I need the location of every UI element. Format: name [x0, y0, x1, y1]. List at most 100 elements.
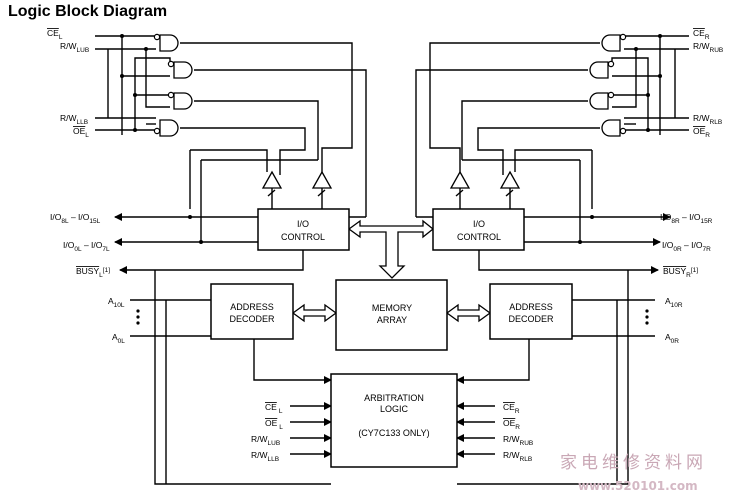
wire-48	[461, 100, 588, 160]
label-oe-right: OER	[693, 126, 710, 139]
addr-right-label-1: ADDRESS	[509, 302, 553, 312]
wire-25	[119, 250, 304, 274]
wire-6	[134, 57, 171, 130]
memory-addr-right-bus-arrow	[445, 303, 492, 323]
wire-72	[455, 189, 464, 197]
and-gate-left-4	[159, 119, 179, 137]
wire-63	[456, 339, 530, 384]
arb-in-rw-rlb: R/WRLB	[503, 450, 532, 463]
wire-11	[180, 42, 353, 149]
junction-dot	[646, 93, 650, 97]
io-left-label-1: I/O	[297, 219, 309, 229]
label-busy-right: BUSYR[1]	[663, 266, 698, 279]
inverter-bubble	[607, 91, 615, 99]
junction-dot	[120, 34, 124, 38]
junction-dot	[133, 93, 137, 97]
label-a10-right: A10R	[665, 296, 683, 309]
arb-label-3: (CY7C133 ONLY)	[358, 428, 429, 438]
addr-left-label-2: DECODER	[229, 314, 275, 324]
junction-dot	[199, 240, 203, 244]
buffer-left-1	[261, 170, 283, 189]
wire-46	[429, 42, 600, 149]
inverter-bubble	[167, 60, 175, 68]
label-io-hi-right: I/O8R – I/O15R	[660, 212, 713, 225]
wire-73	[505, 189, 514, 197]
wire-12	[194, 69, 367, 217]
and-gate-right-2	[589, 61, 609, 79]
wire-28	[253, 339, 332, 384]
inverter-bubble	[607, 60, 615, 68]
memory-array-block	[335, 279, 448, 351]
wire-41	[611, 57, 649, 130]
label-rw-llb-left: R/WLLB	[60, 113, 88, 126]
label-a10-left: A10L	[108, 296, 125, 309]
junction-dot	[133, 128, 137, 132]
label-io-lo-right: I/O0R – I/O7R	[662, 240, 711, 253]
wire-14	[180, 127, 306, 175]
wire-17	[321, 147, 336, 172]
buffer-right-1	[449, 170, 471, 189]
wire-49	[477, 127, 600, 175]
wire-29	[154, 270, 331, 485]
io-memory-bus-arrow	[347, 219, 435, 279]
arbitration-logic-block	[330, 373, 458, 468]
wire-60	[478, 250, 659, 274]
label-io-hi-left: I/O8L – I/O15L	[50, 212, 101, 225]
arb-in-rw-lub: R/WLUB	[251, 434, 280, 447]
arb-label-2: LOGIC	[380, 404, 409, 414]
memory-label-1: MEMORY	[372, 303, 412, 313]
junction-dot	[120, 74, 124, 78]
and-gate-right-1	[601, 34, 621, 52]
address-bus-dots-right	[645, 309, 649, 325]
junction-dot	[188, 215, 192, 219]
inverter-bubble	[153, 127, 161, 135]
wire-64	[457, 270, 629, 485]
io-left-label-2: CONTROL	[281, 232, 325, 242]
inverter-bubble	[619, 33, 627, 41]
label-a0-right: A0R	[665, 332, 679, 345]
junction-dot	[144, 47, 148, 51]
label-rw-lub-left: R/WLUB	[60, 41, 89, 54]
junction-dot	[634, 47, 638, 51]
diagram-title: Logic Block Diagram	[8, 3, 167, 20]
watermark-text: 家电维修资料网	[560, 453, 707, 473]
addr-right-label-2: DECODER	[508, 314, 554, 324]
wire-13	[194, 100, 319, 160]
label-ce-left: CEL	[47, 28, 63, 41]
logic-gates	[153, 33, 627, 323]
io-right-label-2: CONTROL	[457, 232, 501, 242]
wire-54	[514, 149, 592, 172]
arb-in-rw-llb: R/WLLB	[251, 450, 279, 463]
wire-71	[317, 189, 326, 197]
inverter-bubble	[619, 127, 627, 135]
junction-dot	[578, 240, 582, 244]
address-decoder-right-block	[489, 283, 573, 340]
junction-dot	[646, 128, 650, 132]
inverter-bubble	[153, 33, 161, 41]
label-a0-left: A0L	[112, 332, 125, 345]
watermark-url: www.520101.com	[578, 479, 698, 493]
buffer-right-2	[499, 170, 521, 189]
and-gate-left-1	[159, 34, 179, 52]
address-decoder-left-block	[210, 283, 294, 340]
addr-left-memory-bus-arrow	[291, 303, 338, 323]
memory-label-2: ARRAY	[377, 315, 407, 325]
label-oe-left: OEL	[73, 126, 89, 139]
wires	[95, 34, 689, 485]
and-gate-right-4	[601, 119, 621, 137]
wire-52	[446, 147, 461, 172]
label-rw-rub-right: R/WRUB	[693, 41, 723, 54]
arb-in-rw-rub: R/WRUB	[503, 434, 533, 447]
wire-44	[612, 49, 637, 108]
addr-left-label-1: ADDRESS	[230, 302, 274, 312]
wire-70	[267, 189, 276, 197]
and-gate-left-3	[173, 92, 193, 110]
and-gate-left-2	[173, 61, 193, 79]
label-io-lo-left: I/O0L – I/O7L	[63, 240, 110, 253]
label-busy-left: BUSYL[1]	[76, 266, 110, 279]
inverter-bubble	[167, 91, 175, 99]
wire-47	[415, 69, 588, 217]
